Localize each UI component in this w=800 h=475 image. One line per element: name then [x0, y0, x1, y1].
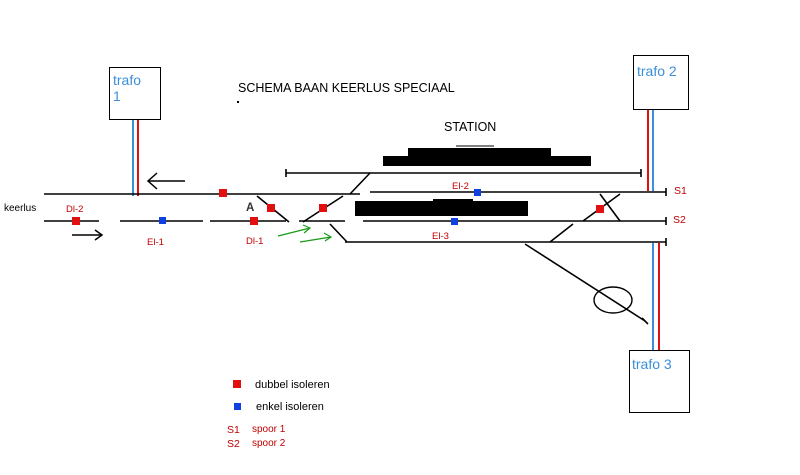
marker-double [250, 217, 258, 225]
station-platform-mid-tab [433, 199, 473, 203]
diagram-title: SCHEMA BAAN KEERLUS SPECIAAL [238, 81, 455, 95]
trafo-2-label: trafo 2 [637, 63, 677, 79]
legend-s1-text: spoor 1 [252, 424, 286, 435]
marker-label-el1: El-1 [147, 237, 164, 248]
marker-label-dl2: Dl-2 [66, 204, 83, 215]
trafo-2-box [633, 55, 689, 110]
marker-single [451, 218, 458, 225]
track-switch-4 [329, 223, 348, 243]
trafo-1-label: trafo 1 [113, 72, 145, 104]
markers [72, 189, 604, 225]
legend-s2-key: S2 [227, 438, 240, 450]
trafo-3-box [629, 350, 690, 413]
track-branch-lower [524, 243, 646, 322]
marker-single [159, 217, 166, 224]
station-label: STATION [444, 120, 496, 134]
trafo-1-box [109, 67, 161, 120]
point-label-a: A [246, 202, 254, 214]
marker-double [319, 204, 327, 212]
track-switch-6 [599, 193, 621, 222]
loop-ellipse [593, 286, 633, 314]
marker-single [474, 189, 481, 196]
arrow-left [146, 172, 185, 190]
trafo-3-label: trafo 3 [632, 356, 672, 372]
arrow-green [277, 224, 333, 243]
marker-double [219, 189, 227, 197]
title-dot [237, 101, 239, 103]
station-platform-top-base [383, 156, 591, 166]
legend-single-text: enkel isoleren [256, 401, 324, 413]
marker-label-el3: El-3 [432, 231, 449, 242]
station-platform-top [408, 148, 551, 158]
track-branch-lower-end [641, 317, 649, 325]
legend-double-text: dubbel isoleren [255, 379, 330, 391]
marker-label-el2: El-2 [452, 181, 469, 192]
track-label-s1: S1 [674, 185, 687, 197]
legend-double-swatch [233, 380, 241, 388]
track-label-s2: S2 [673, 214, 686, 226]
track-switch-3 [349, 172, 371, 195]
marker-label-dl1: Dl-1 [246, 236, 263, 247]
legend: dubbel isoleren enkel isoleren S1 spoor … [227, 379, 330, 450]
track-switch-5 [549, 223, 574, 243]
marker-double [72, 217, 80, 225]
legend-single-swatch [234, 403, 241, 410]
legend-s1-key: S1 [227, 424, 240, 436]
station-platform-mid [355, 201, 528, 216]
keerlus-label: keerlus [4, 203, 36, 214]
arrow-right [72, 229, 104, 241]
marker-double [596, 205, 604, 213]
marker-double [267, 204, 275, 212]
legend-s2-text: spoor 2 [252, 438, 286, 449]
